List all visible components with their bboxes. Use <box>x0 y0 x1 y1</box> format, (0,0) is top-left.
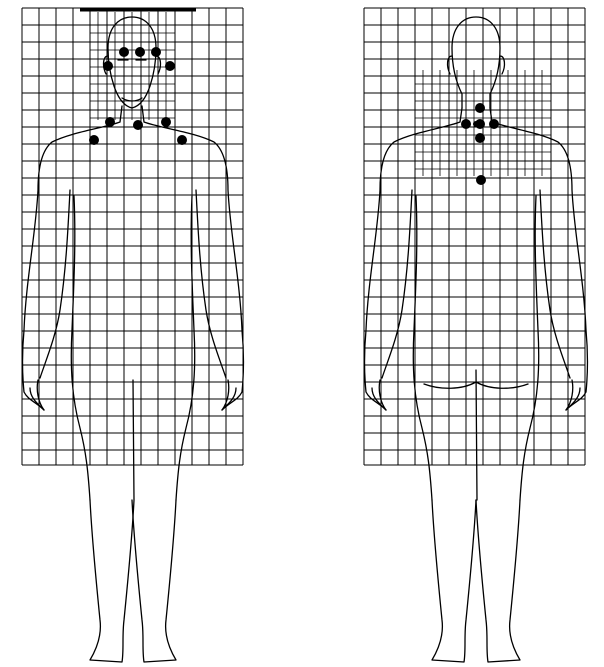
front-marker <box>161 117 171 127</box>
front-marker <box>165 61 175 71</box>
front-marker <box>103 61 113 71</box>
back-marker <box>475 103 485 113</box>
front-marker <box>135 47 145 57</box>
back-marker <box>489 119 499 129</box>
back-marker <box>475 133 485 143</box>
front-marker <box>89 135 99 145</box>
back-grid <box>364 8 585 465</box>
back-marker <box>461 119 471 129</box>
back-marker <box>473 121 479 127</box>
front-view <box>22 8 244 662</box>
front-head-fine-grid <box>90 12 175 120</box>
front-marker <box>151 47 161 57</box>
back-marker <box>476 175 486 185</box>
front-marker <box>133 120 143 130</box>
front-marker <box>105 117 115 127</box>
front-marker <box>119 47 129 57</box>
back-view <box>364 8 588 662</box>
front-marker <box>177 135 187 145</box>
